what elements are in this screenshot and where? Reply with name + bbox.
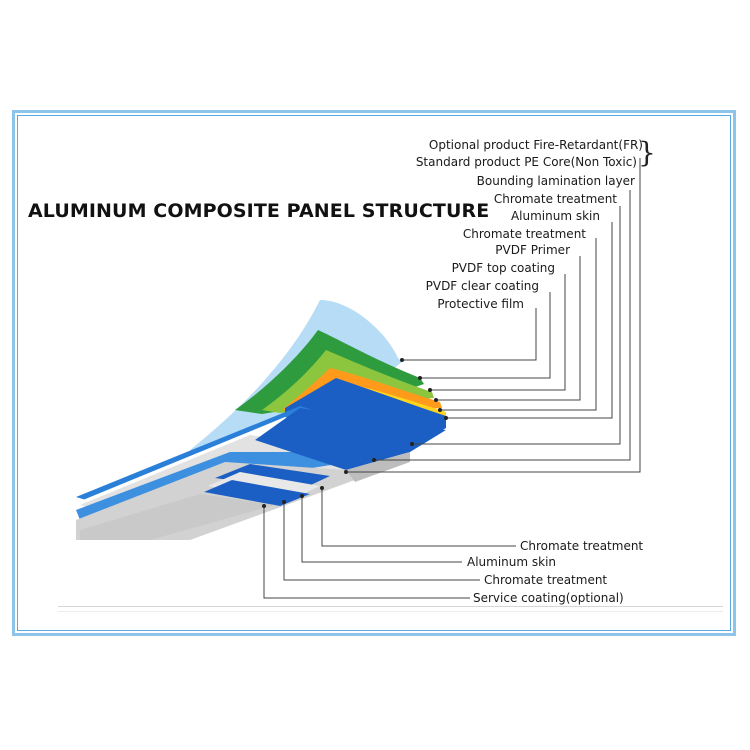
brace-glyph: } <box>638 136 656 169</box>
baseline-rule <box>58 606 723 607</box>
label-chromate-bottom: Chromate treatment <box>520 539 644 553</box>
aluminum-skin-top-face <box>255 408 446 470</box>
leader-pe-core <box>346 158 641 473</box>
leader-pvdf-primer <box>436 256 581 401</box>
leader-protective-film <box>402 308 537 361</box>
chromate-bottom-2-layer <box>204 480 310 506</box>
label-bounding-lamination: Bounding lamination layer <box>476 174 635 188</box>
bottom-leader-dots <box>262 486 324 508</box>
label-protective-film: Protective film <box>437 297 524 311</box>
leader-chromate-bottom <box>321 488 516 547</box>
leader-chromate-2 <box>412 206 621 445</box>
diagram-title: ALUMINUM COMPOSITE PANEL STRUCTURE <box>28 200 490 222</box>
leader-aluminum-skin-top <box>446 222 613 419</box>
bottom-leader-lines <box>263 488 516 599</box>
leader-chromate-top <box>440 238 597 411</box>
label-fire-retardant: Optional product Fire-Retardant(FR) <box>428 138 643 152</box>
leader-service-coating <box>263 506 470 599</box>
leader-aluminum-bottom <box>301 496 462 563</box>
leader-chromate-bottom-2 <box>283 502 480 581</box>
top-leader-lines <box>346 158 641 473</box>
label-service-coating: Service coating(optional) <box>473 591 624 605</box>
label-chromate-treatment-2: Chromate treatment <box>462 227 586 241</box>
leader-pvdf-clear <box>420 292 551 379</box>
leader-pvdf-top <box>430 274 566 391</box>
top-leader-dots <box>344 358 448 474</box>
label-aluminum-skin-top: Aluminum skin <box>510 209 600 223</box>
baseline-rule-2 <box>58 611 723 612</box>
label-chromate-treatment-1: Chromate treatment <box>493 192 617 206</box>
outer-frame <box>12 110 736 636</box>
leader-bounding <box>374 190 631 461</box>
service-coating-layer <box>80 494 275 540</box>
label-chromate-bottom-2: Chromate treatment <box>484 573 608 587</box>
label-pvdf-primer: PVDF Primer <box>495 243 570 257</box>
label-pe-core: Standard product PE Core(Non Toxic) <box>415 155 637 169</box>
inner-frame <box>17 115 731 631</box>
label-aluminum-skin-bottom: Aluminum skin <box>467 555 557 569</box>
label-pvdf-clear-coating: PVDF clear coating <box>425 279 539 293</box>
label-pvdf-top-coating: PVDF top coating <box>451 261 555 275</box>
